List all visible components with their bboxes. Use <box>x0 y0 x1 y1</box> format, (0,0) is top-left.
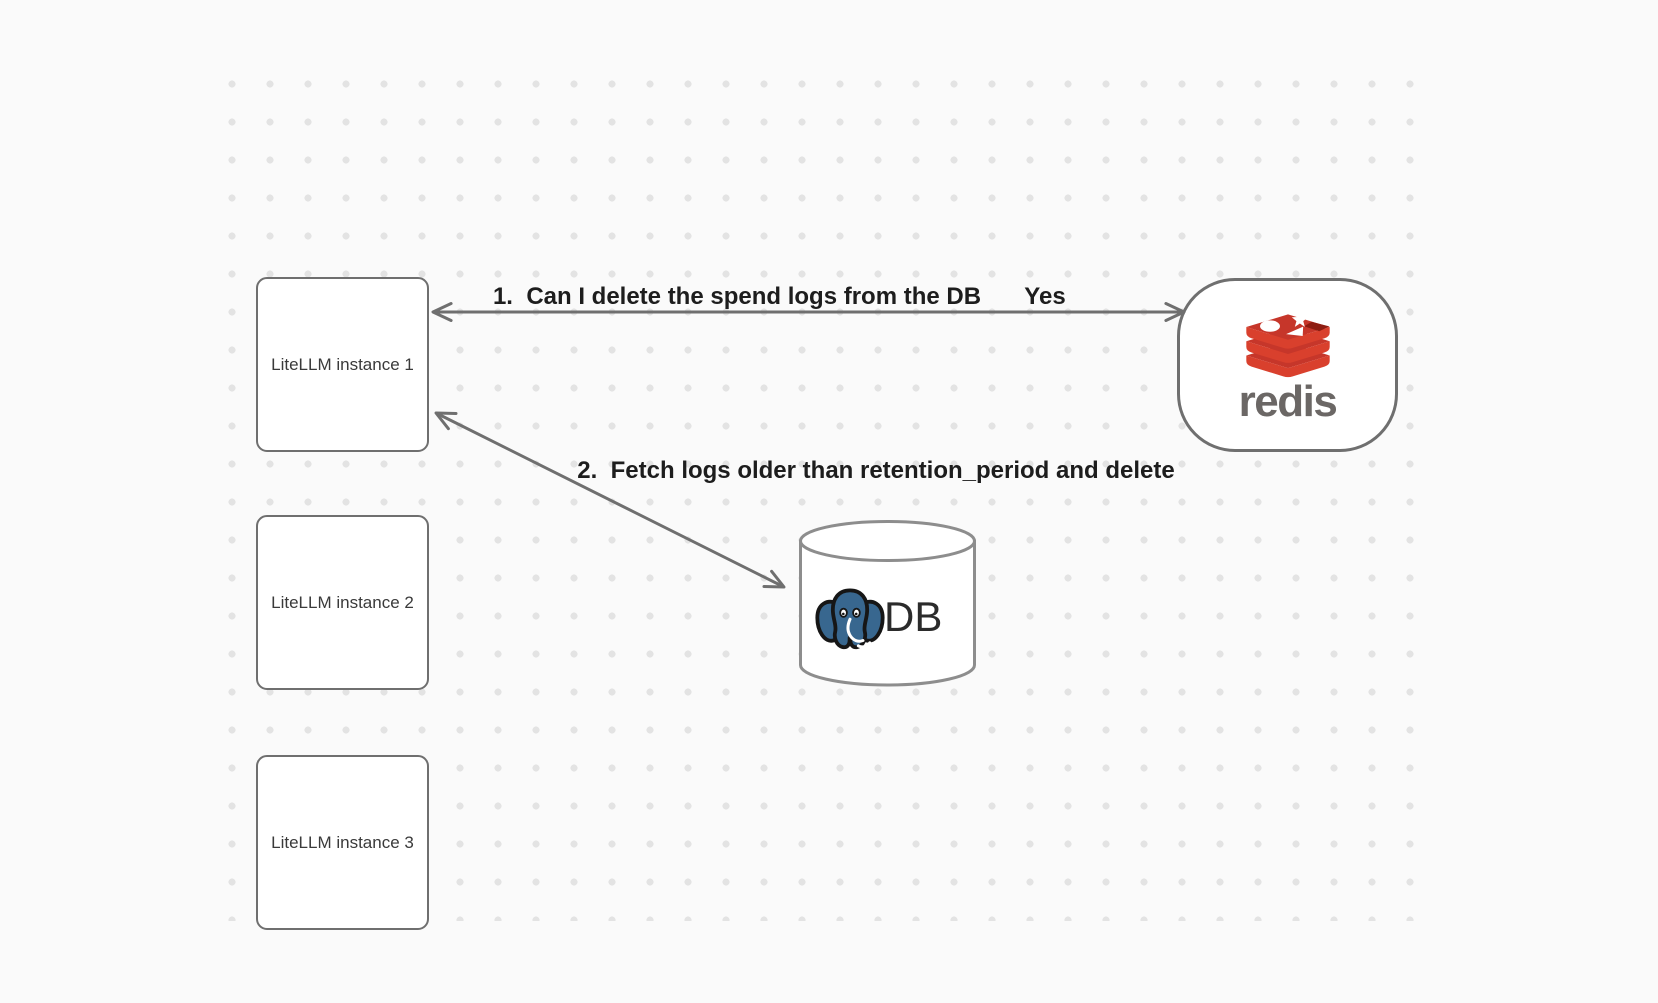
litellm-instance-3-node[interactable]: LiteLLM instance 3 <box>256 755 429 930</box>
arrow-instance1-to-db[interactable] <box>434 411 786 589</box>
arrow-2-label: 2. Fetch logs older than retention_perio… <box>577 457 1175 484</box>
arrow-1-answer-label: Yes <box>1024 283 1066 310</box>
postgresql-elephant-icon <box>815 588 885 650</box>
redis-logo-icon <box>1245 311 1330 377</box>
redis-wordmark: redis <box>1238 376 1338 426</box>
litellm-instance-2-label: LiteLLM instance 2 <box>271 592 414 612</box>
litellm-instance-2-node[interactable]: LiteLLM instance 2 <box>256 515 429 690</box>
arrow-redis-to-instance1[interactable] <box>431 302 1186 322</box>
litellm-instance-1-node[interactable]: LiteLLM instance 1 <box>256 277 429 452</box>
litellm-instance-1-label: LiteLLM instance 1 <box>271 354 414 374</box>
db-label: DB <box>884 593 943 640</box>
redis-node[interactable]: redis <box>1177 278 1398 452</box>
litellm-instance-3-label: LiteLLM instance 3 <box>271 832 414 852</box>
arrow-1-label: 1. Can I delete the spend logs from the … <box>492 283 982 310</box>
